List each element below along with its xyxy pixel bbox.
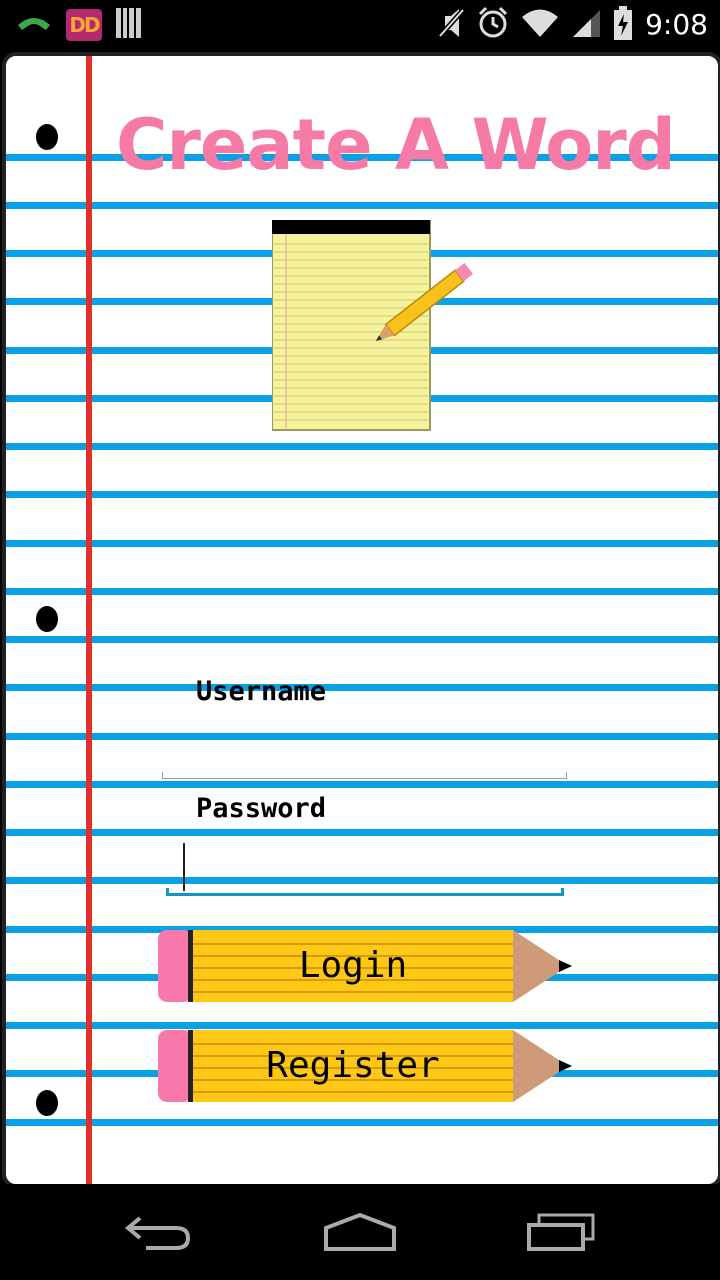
navigation-bar [0, 1184, 720, 1280]
password-input[interactable] [162, 832, 568, 892]
text-cursor [183, 843, 185, 891]
mute-icon [437, 6, 465, 44]
login-button[interactable]: Login [154, 926, 576, 1006]
rule-line [6, 684, 718, 691]
battery-charging-icon [613, 6, 633, 44]
back-icon [124, 1216, 191, 1250]
notebook-paper: Create A Word [2, 52, 720, 1188]
binder-hole [36, 124, 58, 150]
app-title: Create A Word [116, 104, 676, 186]
status-bar: DD 9:08 [0, 0, 720, 50]
login-button-label: Login [298, 945, 408, 986]
status-time: 9:08 [645, 8, 708, 41]
pencil-icon [158, 930, 572, 1002]
username-label: Username [196, 676, 327, 707]
password-underline [166, 888, 564, 896]
home-icon [324, 1212, 396, 1251]
barcode-icon [116, 8, 142, 42]
register-button[interactable]: Register [154, 1026, 576, 1106]
signal-icon [571, 8, 601, 42]
phone-call-icon [16, 13, 52, 37]
rule-line [6, 1119, 718, 1126]
rule-line [6, 154, 718, 161]
home-button[interactable] [315, 1204, 405, 1260]
margin-line [86, 56, 92, 1184]
username-underline [162, 772, 567, 779]
rule-line [6, 540, 718, 547]
password-label: Password [196, 793, 327, 824]
app-badge-text: DD [69, 13, 100, 37]
alarm-icon [477, 6, 509, 44]
rule-line [6, 202, 718, 209]
binder-hole [36, 1090, 58, 1116]
pencil-icon [158, 1030, 572, 1102]
back-button[interactable] [114, 1204, 204, 1260]
app-badge-icon: DD [66, 9, 102, 41]
wifi-icon [521, 8, 559, 42]
recent-apps-icon [527, 1213, 595, 1251]
rule-line [6, 781, 718, 788]
username-input[interactable] [162, 714, 568, 774]
rule-line [6, 1022, 718, 1029]
rule-line [6, 443, 718, 450]
rule-line [6, 636, 718, 643]
rule-line [6, 588, 718, 595]
binder-hole [36, 606, 58, 632]
rule-line [6, 926, 718, 933]
notepad-pencil-icon [271, 219, 492, 436]
recent-apps-button[interactable] [516, 1204, 606, 1260]
register-button-label: Register [266, 1045, 440, 1086]
rule-line [6, 491, 718, 498]
